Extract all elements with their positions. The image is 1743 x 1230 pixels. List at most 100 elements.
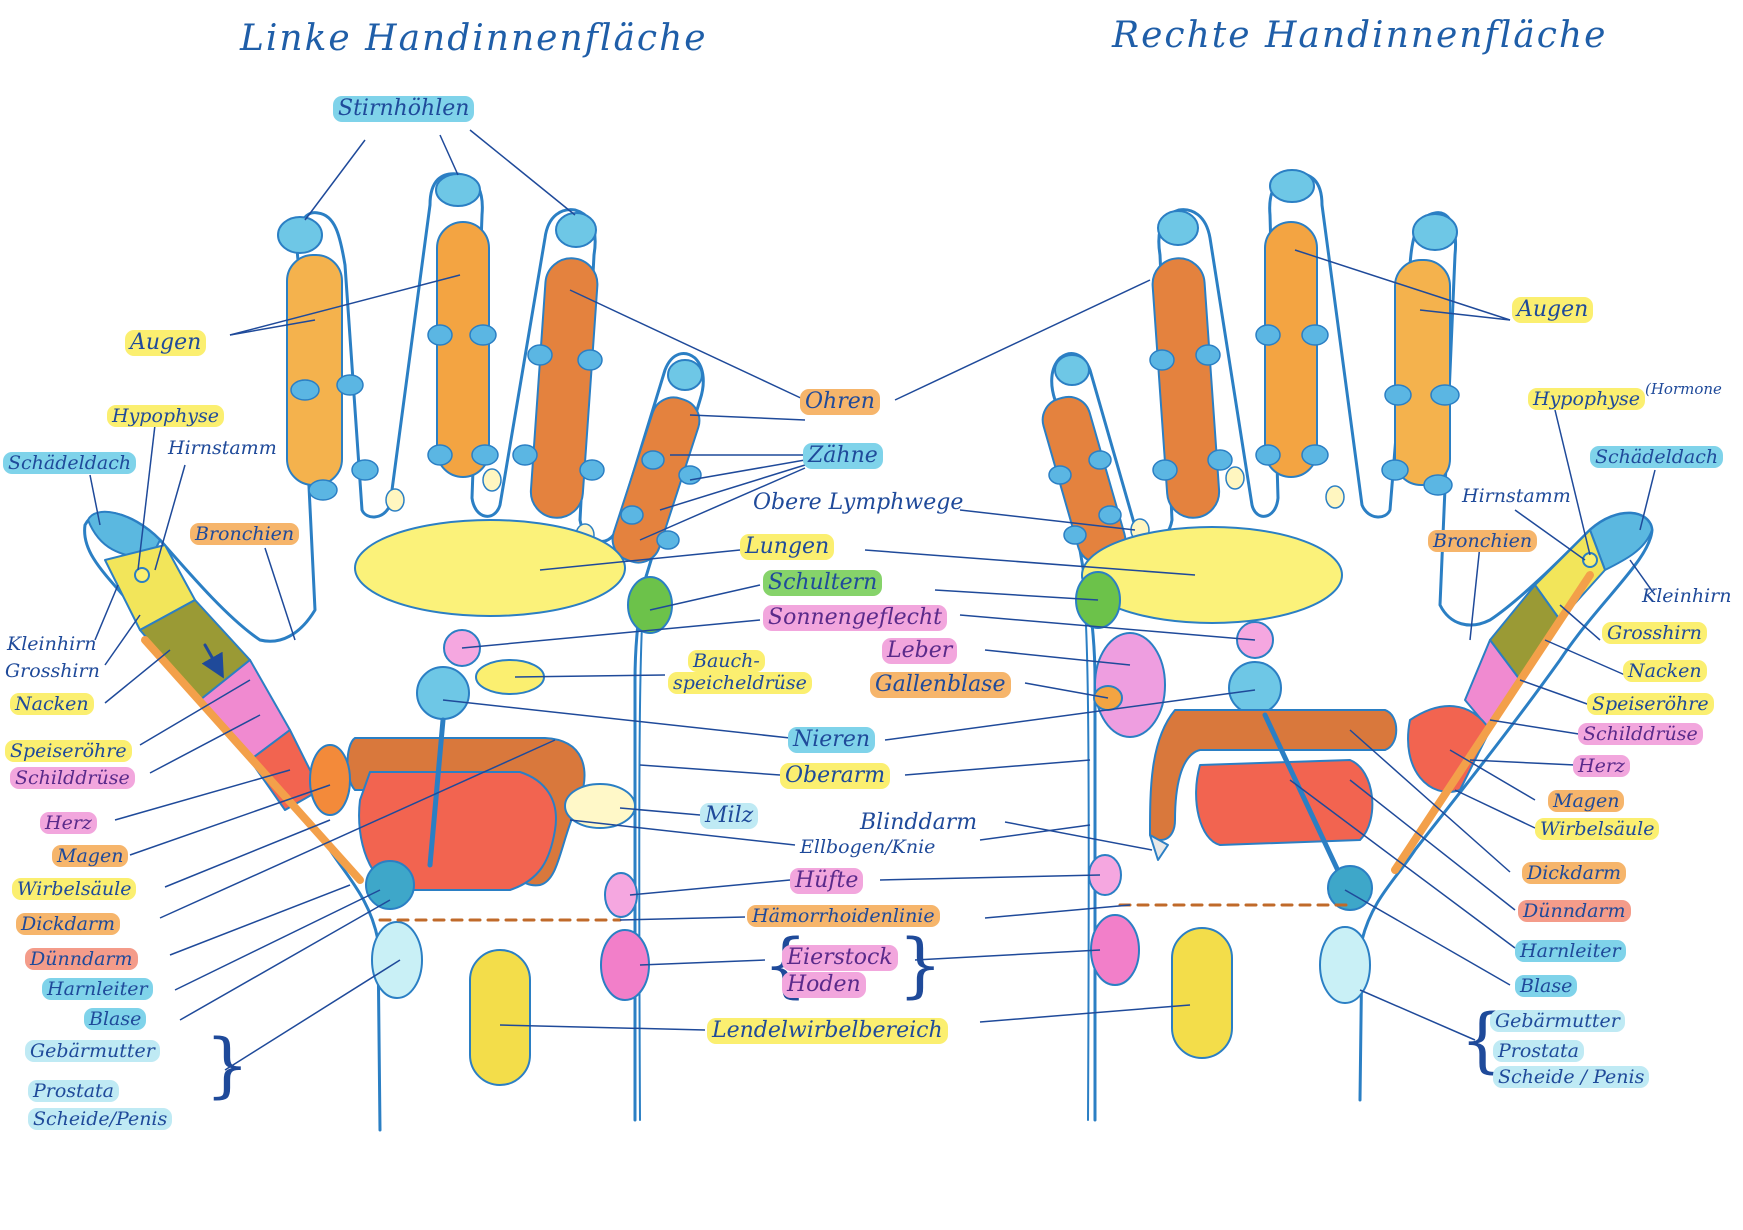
label-sonnengeflecht: Sonnengeflecht [763,605,947,631]
left-lumbar-zone [469,949,531,1086]
right-uterus-zone [1319,926,1371,1004]
label-gallenblase: Gallenblase [870,672,1011,698]
right-pituitary-dot [1582,552,1598,568]
title-left: Linke Handinnenfläche [240,18,708,59]
right-label-schilddruese: Schilddrüse [1578,723,1703,745]
left-label-harnleiter: Harnleiter [42,978,153,1000]
right-finger2-zone [1264,221,1318,478]
right-label-hypophyse: Hypophyse [1528,388,1646,410]
left-label-dickdarm: Dickdarm [16,913,121,935]
left-label-wirbelsaeule: Wirbelsäule [12,878,137,900]
label-bauch-2: speicheldrüse [668,672,812,694]
label-ohren: Ohren [800,389,880,415]
right-label-bronchien: Bronchien [1428,530,1538,552]
label-huefte: Hüfte [790,868,864,894]
left-shoulder-zone [627,576,673,634]
left-finger3-zone [529,257,599,519]
left-label-herz: Herz [40,812,97,834]
right-label-hormone: (Hormone [1645,380,1722,398]
left-label-duenndarm: Dünndarm [25,948,138,970]
left-finger-joints [290,324,702,550]
left-thumb-spine [141,636,364,884]
left-arrow [201,643,224,679]
right-label-schaedeldach: Schädeldach [1590,446,1724,468]
label-schultern: Schultern [763,570,883,596]
right-appendix-zone [1149,834,1169,861]
right-label-harnleiter: Harnleiter [1515,940,1626,962]
left-palm-band [638,574,647,1121]
left-kidney-zone [416,666,470,720]
right-thumb-spine [1391,571,1594,874]
left-label-grosshirn: Grosshirn [5,660,100,682]
right-colon-zone [1149,709,1398,841]
left-label-schilddruese: Schilddrüse [10,767,135,789]
right-label-scheide: Scheide / Penis [1493,1066,1650,1088]
right-label-gebaermutter: Gebärmutter [1490,1010,1625,1032]
right-label-prostata: Prostata [1493,1040,1584,1062]
label-haemorrhoidenlinie: Hämorrhoidenlinie [747,905,940,927]
left-bladder-zone [365,860,415,910]
label-eierstock: Eierstock [782,945,898,971]
left-label-speiseroehre: Speiseröhre [5,740,132,762]
right-finger1-zone [1394,259,1451,486]
left-label-kleinhirn: Kleinhirn [7,633,97,655]
right-label-hirnstamm: Hirnstamm [1462,485,1571,507]
left-label-nacken: Nacken [10,693,94,715]
right-label-kleinhirn: Kleinhirn [1642,585,1732,607]
left-label-prostata: Prostata [28,1080,119,1102]
right-hand [1041,169,1654,1122]
label-obere-lymphwege: Obere Lymphwege [753,490,964,515]
right-bladder-zone [1327,865,1373,911]
label-stirnhoehlen: Stirnhöhlen [333,96,475,122]
label-bauch-1: Bauch- [688,650,765,672]
label-leber: Leber [882,638,958,664]
title-right: Rechte Handinnenfläche [1112,15,1608,56]
left-pituitary-dot [134,567,150,583]
label-lungen: Lungen [740,534,835,560]
left-uterus-zone [371,921,423,999]
right-thumb-red [1407,705,1491,793]
brace-left-gebaermutter: } [205,1024,250,1106]
left-ureter [427,717,446,868]
right-lungs-zone [1081,526,1343,624]
right-label-wirbelsaeule: Wirbelsäule [1535,818,1660,840]
right-label-dickdarm: Dickdarm [1522,862,1627,884]
label-hoden: Hoden [782,972,866,998]
right-label-nacken: Nacken [1623,660,1707,682]
left-hand [83,172,705,1132]
right-label-augen: Augen [1512,297,1594,323]
left-label-scheide: Scheide/Penis [28,1108,173,1130]
right-kidney-zone [1228,661,1282,715]
left-label-hirnstamm: Hirnstamm [168,437,277,459]
right-label-grosshirn: Grosshirn [1602,622,1707,644]
right-label-blase: Blase [1515,975,1578,997]
left-label-schaedeldach: Schädeldach [3,452,137,474]
right-finger3-zone [1151,257,1221,519]
right-liver-zone [1094,632,1166,738]
right-smallintestine-zone [1195,759,1374,846]
left-magen-zone [309,744,351,816]
right-label-herz: Herz [1573,755,1630,777]
label-nieren: Nieren [788,727,876,753]
right-fingertips [1054,169,1458,386]
left-spleen-zone [564,783,636,829]
left-label-gebaermutter: Gebärmutter [25,1040,160,1062]
right-ureter [1262,712,1343,878]
label-oberarm: Oberarm [780,763,891,789]
left-label-hypophyse: Hypophyse [107,405,225,427]
right-label-duenndarm: Dünndarm [1518,900,1631,922]
left-finger1-zone [286,254,343,486]
leader-lines [89,129,1656,1071]
right-palm-band [1081,574,1090,1121]
left-label-blase: Blase [84,1008,147,1030]
label-zaehne: Zähne [803,443,883,469]
right-finger-zones [1041,221,1451,565]
left-label-augen: Augen [125,330,207,356]
left-fingertips [277,173,703,391]
left-lungs-zone [354,519,626,617]
label-blinddarm: Blinddarm [860,810,978,835]
left-finger-zones [286,221,701,564]
brace-eierstock-right: } [898,924,943,1006]
